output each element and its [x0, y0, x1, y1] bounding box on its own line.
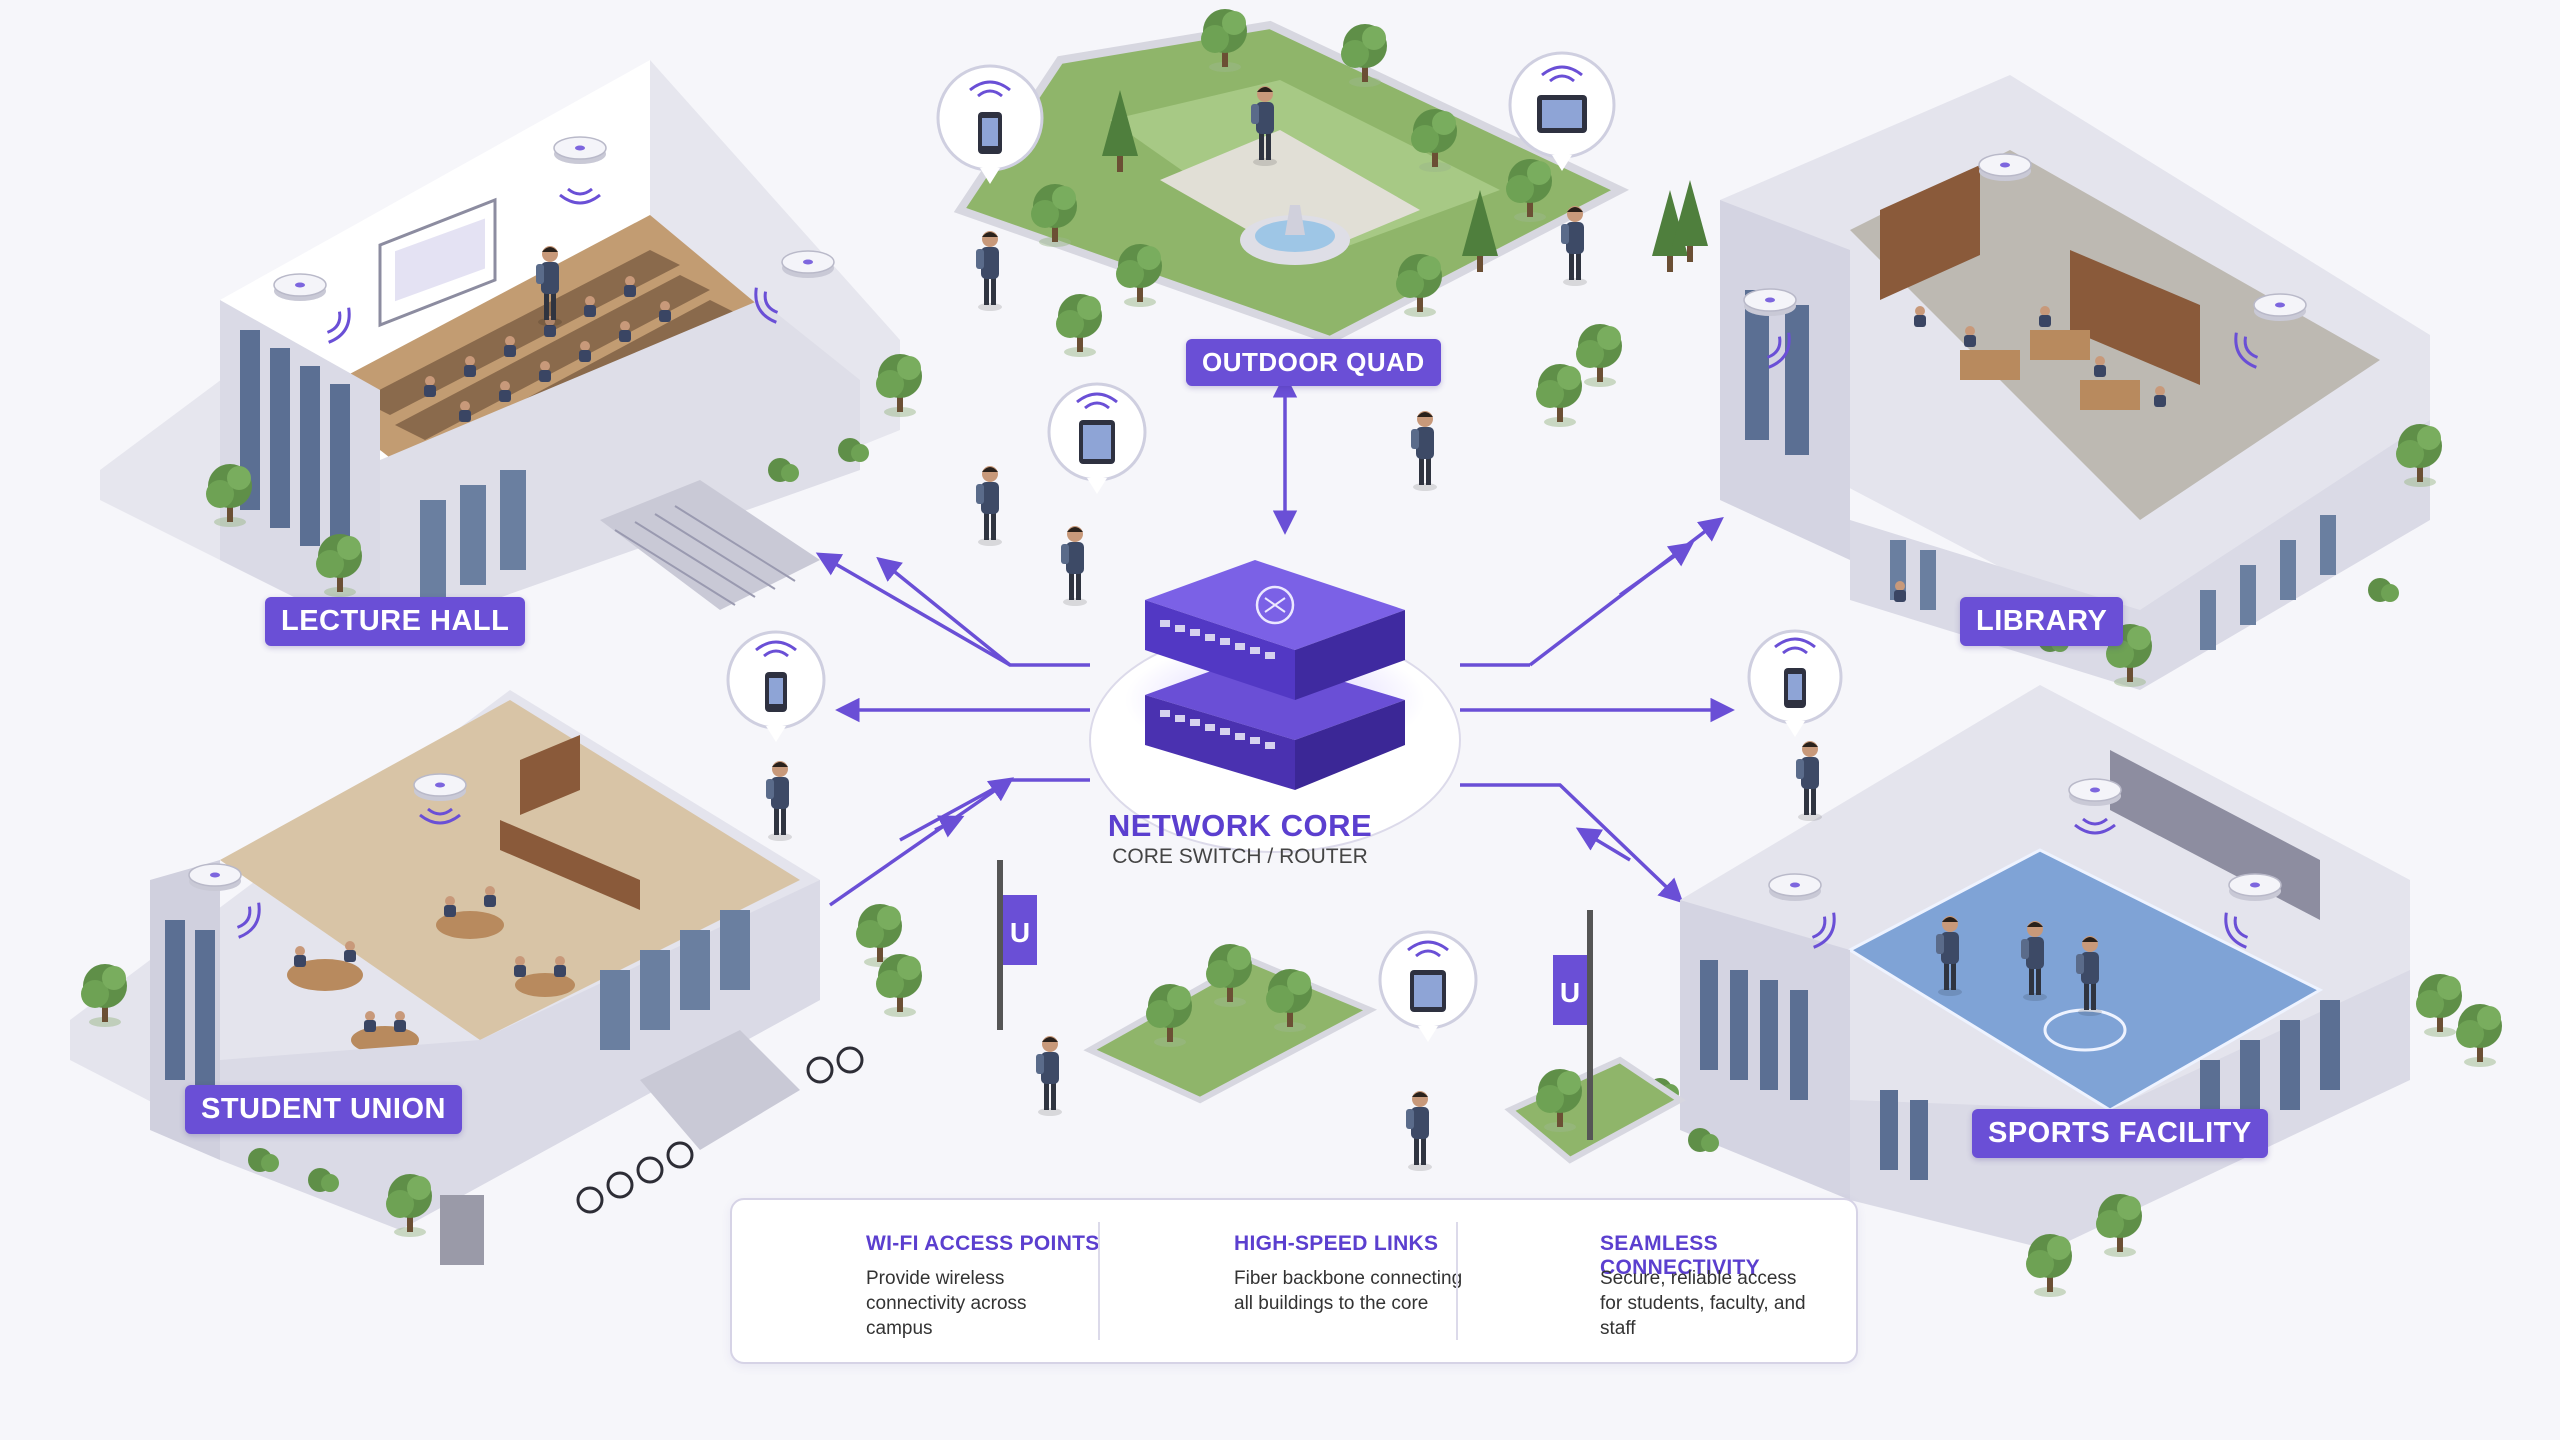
- device-bubble-tablet-bottom: [1378, 930, 1478, 1042]
- label-library: LIBRARY: [1960, 597, 2124, 646]
- banner-left: [997, 860, 1037, 1030]
- legend-connectivity-title: SEAMLESS CONNECTIVITY: [1600, 1232, 1760, 1279]
- device-bubble-phone-quad: [936, 64, 1044, 184]
- legend-links-desc: Fiber backbone connecting all buildings …: [1234, 1268, 1463, 1314]
- tablet-icon: [1079, 420, 1115, 464]
- phone-icon: [978, 112, 1002, 154]
- phone-icon: [765, 672, 787, 712]
- label-student-union: STUDENT UNION: [185, 1085, 462, 1134]
- legend-panel: WI-FI ACCESS POINTS Provide wireless con…: [730, 1198, 1858, 1364]
- phone-icon: [1784, 668, 1806, 708]
- legend-divider: [1456, 1222, 1458, 1340]
- tablet-icon: [1537, 95, 1587, 133]
- legend-links-title: HIGH-SPEED LINKS: [1234, 1232, 1439, 1255]
- label-lecture-hall: LECTURE HALL: [265, 597, 526, 646]
- student-union-building: [70, 690, 922, 1265]
- device-bubble-tablet-quad: [1508, 51, 1616, 171]
- legend-divider: [1098, 1222, 1100, 1340]
- label-outdoor-quad: OUTDOOR QUAD: [1186, 339, 1441, 386]
- banner-right-letter: U: [1560, 977, 1580, 1008]
- network-core-title: NETWORK CORE: [1107, 808, 1373, 843]
- banner-right: [1553, 910, 1593, 1140]
- network-core: [1089, 560, 1461, 853]
- outdoor-quad: [953, 9, 1688, 491]
- banner-left-letter: U: [1010, 917, 1030, 948]
- device-bubble-tablet-mid: [1047, 382, 1147, 494]
- legend-wifi-desc: Provide wireless connectivity across cam…: [866, 1268, 1027, 1339]
- lecture-hall-building: [100, 60, 922, 640]
- label-sports-facility: SPORTS FACILITY: [1972, 1109, 2268, 1158]
- network-core-subtitle: CORE SWITCH / ROUTER: [1112, 845, 1368, 868]
- legend-connectivity-desc: Secure, reliable access for students, fa…: [1600, 1268, 1806, 1339]
- core-switch-icon: [1145, 560, 1405, 790]
- walkway-greenery: [766, 294, 1822, 1171]
- device-bubble-phone-left: [726, 630, 826, 742]
- device-bubble-phone-right: [1747, 629, 1843, 737]
- legend-wifi-title: WI-FI ACCESS POINTS: [866, 1232, 1100, 1255]
- tablet-icon: [1410, 970, 1446, 1012]
